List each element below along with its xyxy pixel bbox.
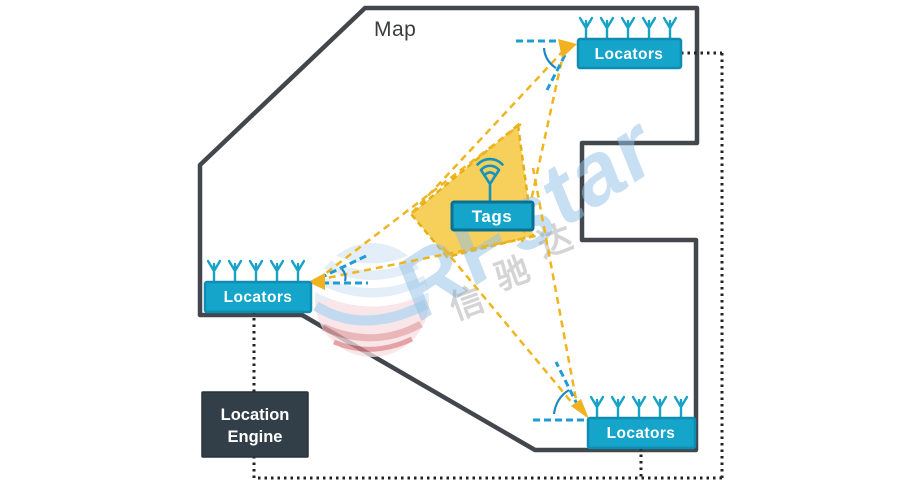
antenna-icon [578,16,594,41]
antenna-icon [641,16,657,41]
signal-waves-icon [476,157,504,176]
antenna-icon [599,16,615,41]
antenna-icon [206,259,222,284]
location-engine-label-line1: Location [221,406,290,424]
location-engine-label-line2: Engine [227,428,282,446]
locator-left: Locators [203,259,313,314]
tag-antenna-icon [479,168,501,204]
locator-label: Locators [607,425,676,442]
antenna-array [206,259,306,284]
locator-box [203,280,313,314]
antenna-icon [290,259,306,284]
tag-node: Tags [450,157,535,232]
tag-box [450,200,535,232]
antenna-icon [269,259,285,284]
location-engine: Location Engine [201,391,309,458]
angle-arc [552,389,570,415]
map-label: Map [374,18,416,41]
antenna-icon [631,395,647,420]
direction-line [554,361,580,407]
aoa-rays [316,49,580,411]
angle-measure-top-right [516,39,577,91]
locator-bottom-right: Locators [586,395,697,450]
angle-arc [542,47,557,69]
locator-box [576,37,683,70]
antenna-icon [610,395,626,420]
backhaul-connectors [252,51,724,480]
antenna-icon [620,16,636,41]
location-engine-box [201,391,309,458]
antenna-icon [662,16,678,41]
antenna-icon [652,395,668,420]
antenna-icon [589,395,605,420]
map-outline [197,5,700,453]
angle-measure-bottom-right [533,361,589,422]
direction-arrow-icon [571,399,589,419]
aoa-ray [409,49,565,216]
aoa-ray [316,123,522,281]
locator-label: Locators [595,46,664,63]
locator-label: Locators [224,289,293,306]
locator-top-right: Locators [576,16,683,70]
antenna-icon [227,259,243,284]
locator-box [586,416,697,450]
aoa-ray [520,49,566,243]
direction-arrow-icon [308,273,325,290]
antenna-array [578,16,678,41]
antenna-icon [673,395,689,420]
aoa-ray [316,234,537,282]
direction-line [319,254,367,280]
angle-measure-left [308,254,368,290]
angle-arc [341,268,347,282]
direction-line [545,54,567,91]
tag-label: Tags [472,207,512,226]
antenna-icon [248,259,264,284]
aoa-ray [531,167,580,411]
direction-arrow-icon [558,39,577,58]
watermark-globe-icon [313,243,430,357]
antenna-array [589,395,689,420]
